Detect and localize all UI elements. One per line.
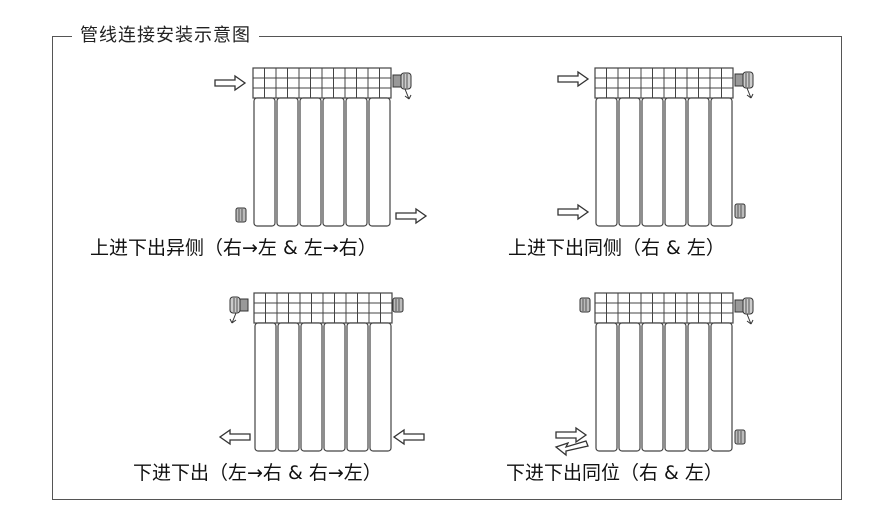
radiator-icon xyxy=(253,292,393,452)
valve-icon xyxy=(734,71,754,99)
radiator-icon xyxy=(594,292,734,452)
caption-bottom-in-bottom-out-same-position: 下进下出同位（右 & 左） xyxy=(506,462,723,484)
caption-top-in-bottom-out-opposite: 上进下出异侧（右→左 & 左→右） xyxy=(90,237,377,259)
outlet-arrow-icon xyxy=(554,440,589,457)
plug-icon xyxy=(392,297,404,313)
outlet-arrow-icon xyxy=(557,204,589,220)
caption-bottom-in-bottom-out: 下进下出（左→右 & 右→左） xyxy=(133,462,382,484)
plug-icon xyxy=(734,429,746,445)
radiator-icon xyxy=(594,67,734,227)
valve-icon xyxy=(229,296,249,324)
plug-icon xyxy=(235,207,247,223)
radiator-icon xyxy=(252,67,392,227)
diagram-frame xyxy=(52,36,842,500)
inlet-arrow-icon xyxy=(393,429,425,445)
inlet-arrow-icon xyxy=(214,75,246,91)
valve-icon xyxy=(734,297,754,325)
outlet-arrow-icon xyxy=(395,208,427,224)
plug-icon xyxy=(734,203,746,219)
caption-top-in-bottom-out-same: 上进下出同侧（右 & 左） xyxy=(508,237,725,259)
diagram-title: 管线连接安装示意图 xyxy=(72,24,259,48)
outlet-arrow-icon xyxy=(219,429,251,445)
plug-icon xyxy=(579,297,591,313)
inlet-arrow-icon xyxy=(555,427,587,443)
valve-icon xyxy=(392,72,412,100)
inlet-arrow-icon xyxy=(557,71,589,87)
